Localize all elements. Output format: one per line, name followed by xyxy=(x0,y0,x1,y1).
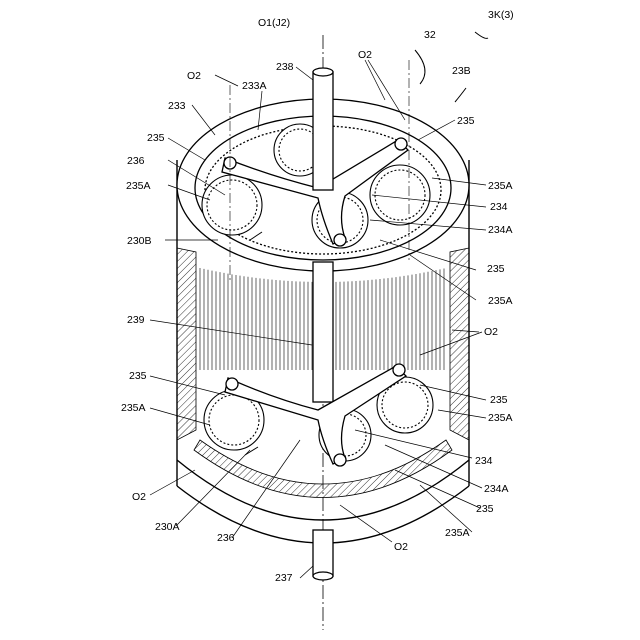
label-o2-top-left: O2 xyxy=(187,70,201,82)
label-230b: 230B xyxy=(127,235,152,247)
label-235-lower-left: 235 xyxy=(129,370,147,382)
label-235a-bottom-right: 235A xyxy=(445,527,470,539)
label-3k: 3K(3) xyxy=(488,9,514,21)
label-234-top: 234 xyxy=(490,201,508,213)
label-o2-bottom-left: O2 xyxy=(132,491,146,503)
label-235a-mid-right: 235A xyxy=(488,295,513,307)
label-235-top-left: 235 xyxy=(147,132,165,144)
label-230a: 230A xyxy=(155,521,180,533)
label-238: 238 xyxy=(276,61,294,73)
planet-gear-left-top xyxy=(202,175,262,235)
shaft-239 xyxy=(313,262,333,402)
label-32: 32 xyxy=(424,29,436,41)
label-o2-top-right: O2 xyxy=(358,49,372,61)
label-235-lower-right: 235 xyxy=(490,394,508,406)
label-233a: 233A xyxy=(242,80,267,92)
label-234a-top: 234A xyxy=(488,224,513,236)
label-235a-lower-left: 235A xyxy=(121,402,146,414)
label-236-top: 236 xyxy=(127,155,145,167)
label-23b: 23B xyxy=(452,65,471,77)
label-234a-bottom: 234A xyxy=(484,483,509,495)
label-236-bottom: 236 xyxy=(217,532,235,544)
label-237: 237 xyxy=(275,572,293,584)
label-o2-bottom-right: O2 xyxy=(394,541,408,553)
label-235-bottom-right: 235 xyxy=(476,503,494,515)
label-235-top-right: 235 xyxy=(457,115,475,127)
label-239: 239 xyxy=(127,314,145,326)
label-233: 233 xyxy=(168,100,186,112)
label-235a-lower-right: 235A xyxy=(488,412,513,424)
label-235a-top-left: 235A xyxy=(126,180,151,192)
label-o2-mid-right: O2 xyxy=(484,326,498,338)
shaft-237 xyxy=(313,530,333,580)
label-234-bottom: 234 xyxy=(475,455,493,467)
label-235-mid-right: 235 xyxy=(487,263,505,275)
label-o1-j2: O1(J2) xyxy=(258,17,290,29)
planet-gear-right-top xyxy=(370,165,430,225)
label-235a-top-right: 235A xyxy=(488,180,513,192)
shaft-238 xyxy=(313,68,333,190)
